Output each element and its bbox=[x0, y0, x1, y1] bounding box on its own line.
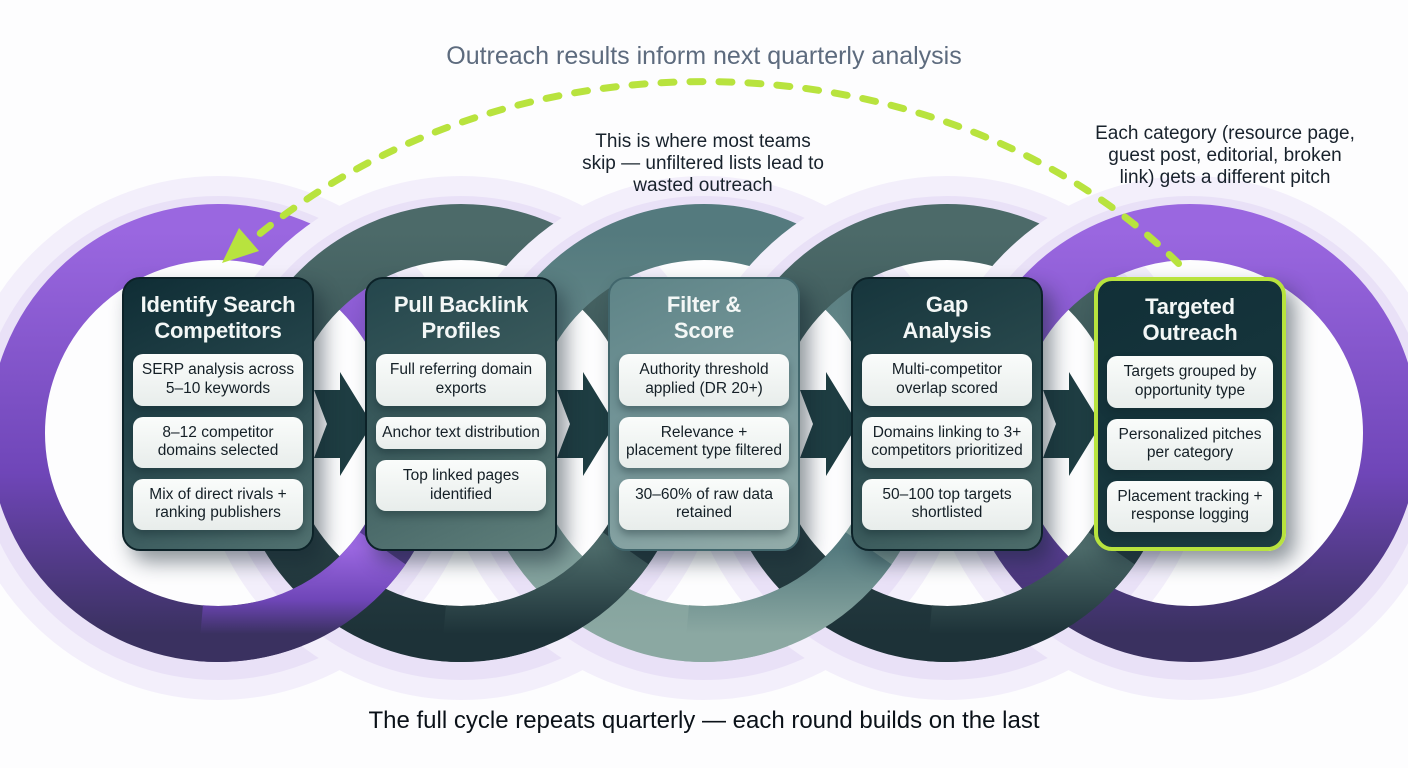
step-arrow-3 bbox=[800, 372, 858, 476]
feedback-loop-label: Outreach results inform next quarterly a… bbox=[446, 42, 962, 70]
filter-step-note-line: wasted outreach bbox=[633, 175, 773, 196]
feedback-loop-arrowhead-icon bbox=[222, 228, 259, 263]
step-title: Filter & Score bbox=[666, 292, 742, 343]
step-arrow-2 bbox=[557, 372, 615, 476]
step-detail: Top linked pages identified bbox=[376, 460, 546, 512]
filter-step-note-line: This is where most teams bbox=[595, 131, 811, 152]
ring-3-weave-arc bbox=[684, 531, 892, 662]
step-arrow-4 bbox=[1043, 372, 1101, 476]
step-title: Identify Search Competitors bbox=[140, 292, 296, 343]
step-arrow-1 bbox=[314, 372, 372, 476]
ring-2-weave-arc bbox=[441, 531, 649, 662]
step-card-filter-and-score: Filter & Score Authority threshold appli… bbox=[608, 277, 800, 551]
step-detail: Domains linking to 3+ competitors priori… bbox=[862, 416, 1032, 468]
step-detail: 30–60% of raw data retained bbox=[619, 478, 789, 531]
step-card-gap-analysis: Gap Analysis Multi-competitor overlap sc… bbox=[851, 277, 1043, 551]
step-detail: SERP analysis across 5–10 keywords bbox=[133, 354, 303, 406]
step-detail: Anchor text distribution bbox=[376, 416, 546, 450]
step-title: Targeted Outreach bbox=[1142, 294, 1238, 345]
step-title: Pull Backlink Profiles bbox=[393, 292, 529, 343]
feedback-loop-dashed-arc bbox=[234, 78, 1189, 274]
step-detail: Mix of direct rivals + ranking publisher… bbox=[133, 478, 303, 531]
outreach-step-note-line: guest post, editorial, broken bbox=[1108, 145, 1342, 166]
step-detail: 50–100 top targets shortlisted bbox=[862, 478, 1032, 531]
step-detail: Targets grouped by opportunity type bbox=[1107, 356, 1273, 408]
step-card-identify-search-competitors: Identify Search Competitors SERP analysi… bbox=[122, 277, 314, 551]
step-detail: 8–12 competitor domains selected bbox=[133, 416, 303, 468]
cycle-caption: The full cycle repeats quarterly — each … bbox=[368, 707, 1040, 734]
outreach-step-note-line: link) gets a different pitch bbox=[1119, 167, 1331, 188]
step-card-pull-backlink-profiles: Pull Backlink Profiles Full referring do… bbox=[365, 277, 557, 551]
filter-step-note: This is where most teams skip — unfilter… bbox=[553, 131, 853, 197]
step-detail: Placement tracking + response logging bbox=[1107, 480, 1273, 533]
outreach-step-note: Each category (resource page, guest post… bbox=[1072, 123, 1378, 189]
step-detail: Personalized pitches per category bbox=[1107, 418, 1273, 470]
outreach-step-note-line: Each category (resource page, bbox=[1095, 123, 1355, 144]
step-detail: Authority threshold applied (DR 20+) bbox=[619, 354, 789, 406]
step-detail: Multi-competitor overlap scored bbox=[862, 354, 1032, 406]
step-detail: Relevance + placement type filtered bbox=[619, 416, 789, 468]
step-title: Gap Analysis bbox=[902, 292, 992, 343]
ring-4-weave-arc bbox=[927, 531, 1135, 662]
ring-1-weave-arc bbox=[198, 531, 406, 662]
step-detail: Full referring domain exports bbox=[376, 354, 546, 406]
filter-step-note-line: skip — unfiltered lists lead to bbox=[582, 153, 824, 174]
step-card-targeted-outreach: Targeted Outreach Targets grouped by opp… bbox=[1094, 277, 1286, 551]
